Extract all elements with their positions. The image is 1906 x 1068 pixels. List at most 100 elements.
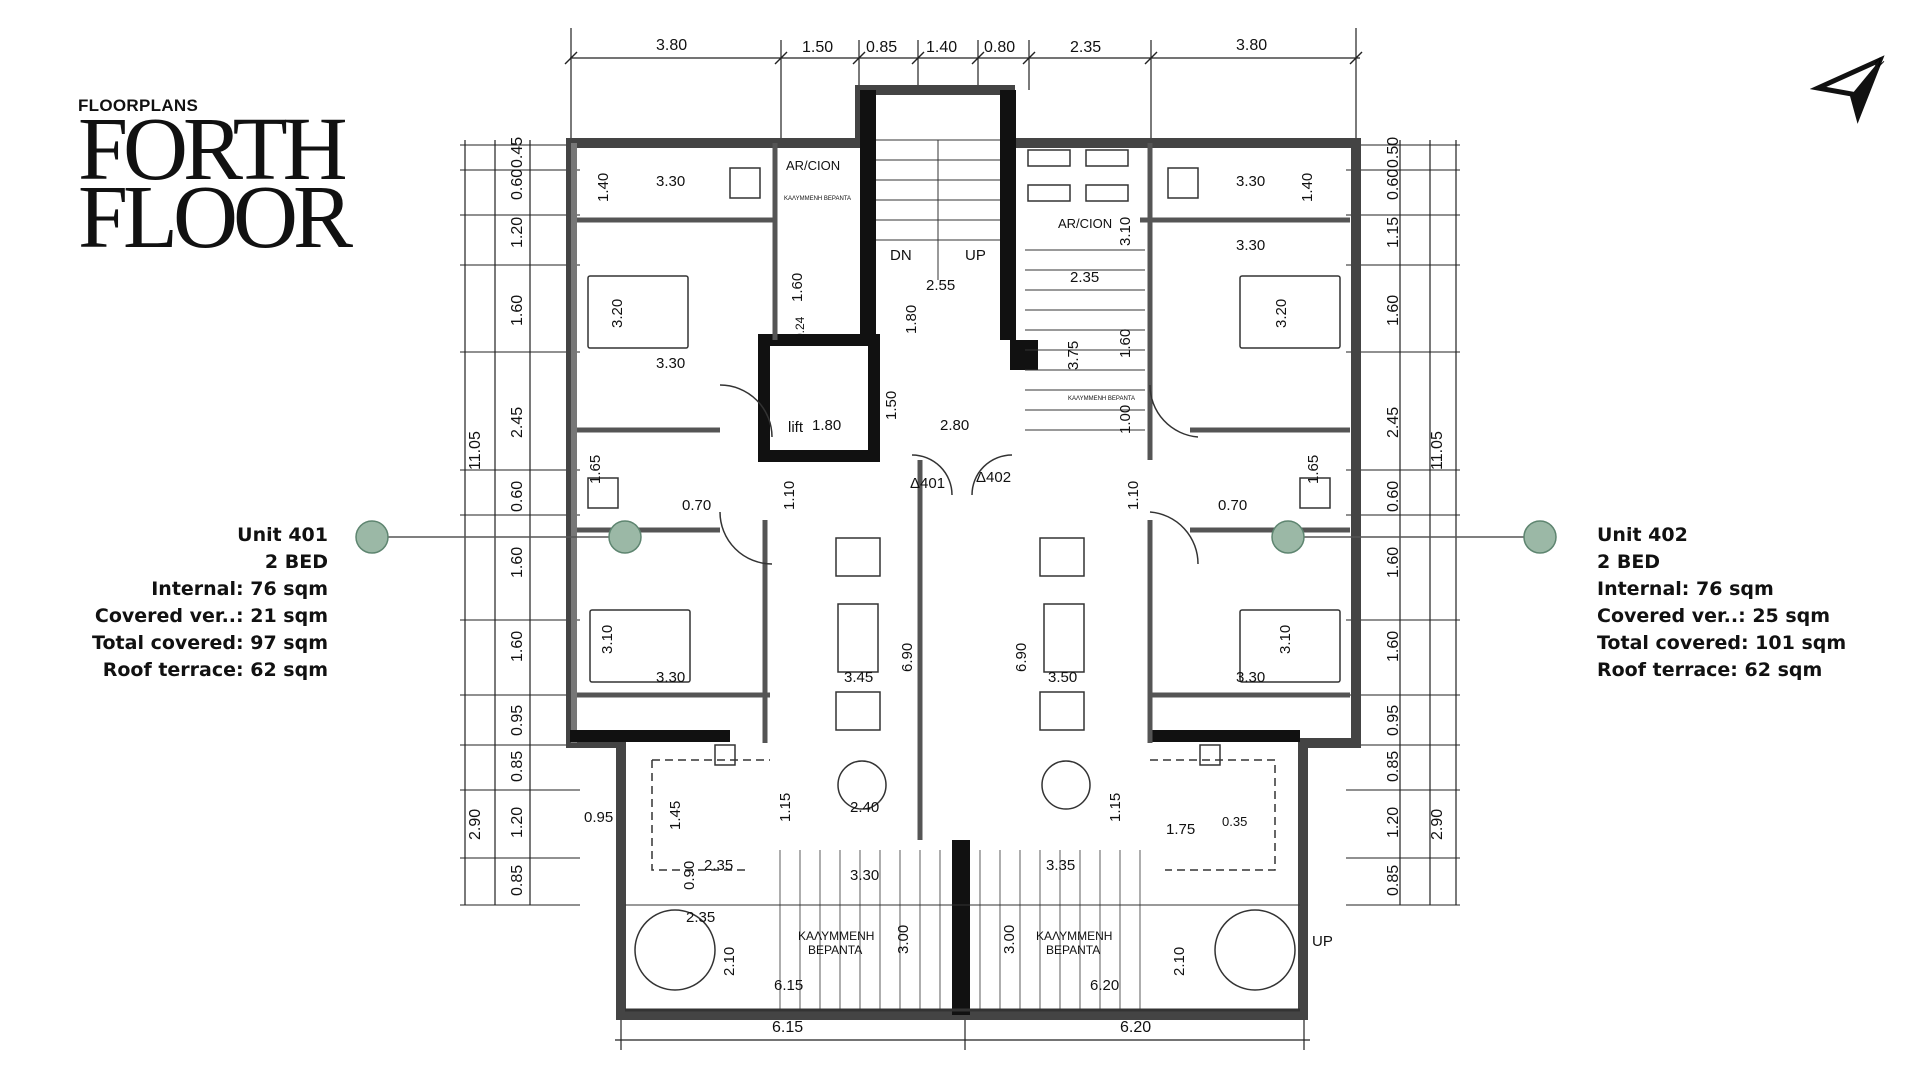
idim-r-140: 1.40 — [1299, 173, 1316, 202]
unit-401-internal: Internal: 76 sqm — [151, 578, 328, 600]
idim-r-bed2: 3.30 — [1236, 669, 1265, 686]
idim-l-bed1: 3.30 — [656, 355, 685, 372]
dim-left-chain-2: 0.60 — [509, 169, 526, 200]
dimension-labels: 3.80 1.50 0.85 1.40 0.80 2.35 3.80 6.15 … — [467, 37, 1446, 1036]
dim-right-lower: 2.90 — [1429, 809, 1446, 840]
dim-right-chain-3: 1.15 — [1385, 217, 1402, 248]
idim-l-living: 3.45 — [844, 669, 873, 686]
idim-r-ver-h: 3.00 — [1001, 925, 1018, 954]
page-header: FLOORPLANS FORTH FLOOR — [78, 96, 353, 263]
label-veranda-right-2: ΒΕΡΑΝΤΑ — [1046, 943, 1100, 957]
dim-left-chain-1: 0.45 — [509, 137, 526, 168]
idim-r-310: 3.10 — [1117, 217, 1134, 246]
unit-402-roof: Roof terrace: 62 sqm — [1597, 659, 1823, 681]
label-lift: lift — [788, 419, 804, 436]
dim-left-overall: 11.05 — [467, 431, 484, 470]
dim-top-4: 1.40 — [926, 39, 957, 56]
idim-r-stair-w: 2.35 — [1070, 269, 1099, 286]
unit-401-info: Unit 401 2 BED Internal: 76 sqm Covered … — [92, 522, 328, 684]
unit-402-total: Total covered: 101 sqm — [1597, 632, 1847, 654]
label-ac-left: AR/CION — [786, 158, 840, 173]
idim-r-bed1: 3.30 — [1236, 237, 1265, 254]
idim-l-kit-w2: 2.35 — [704, 857, 733, 874]
unit-402-name: Unit 402 — [1597, 524, 1688, 546]
dim-left-chain-11: 1.20 — [509, 807, 526, 838]
dim-right-chain-4: 1.60 — [1385, 295, 1402, 326]
idim-l-kitchen: 2.40 — [850, 799, 879, 816]
label-veranda-right: ΚΑΛΥΜΜΕΝΗ — [1036, 929, 1112, 943]
unit-402-info: Unit 402 2 BED Internal: 76 sqm Covered … — [1597, 522, 1846, 684]
label-ac-right: AR/CION — [1058, 216, 1112, 231]
idim-stair-w: 2.55 — [926, 277, 955, 294]
idim-r-spiral-h: 2.10 — [1171, 947, 1188, 976]
dim-right-chain-9: 0.95 — [1385, 705, 1402, 736]
idim-l-kit-h: 1.45 — [667, 801, 684, 830]
dim-left-chain-7: 1.60 — [509, 547, 526, 578]
label-veranda-small-left: ΚΑΛΥΜΜΕΝΗ ΒΕΡΑΝΤΑ — [784, 196, 851, 202]
idim-l-living-h: 6.90 — [899, 643, 916, 672]
dim-top-6: 2.35 — [1070, 39, 1101, 56]
dim-left-chain-8: 1.60 — [509, 631, 526, 662]
dim-left-chain-3: 1.20 — [509, 217, 526, 248]
idim-r-160: 1.60 — [1117, 329, 1134, 358]
idim-r-165: 1.65 — [1305, 455, 1322, 484]
idim-r-ver-w: 3.35 — [1046, 857, 1075, 874]
idim-r-wc: 0.70 — [1218, 497, 1247, 514]
dim-left-lower: 2.90 — [467, 809, 484, 840]
label-veranda-left: ΚΑΛΥΜΜΕΝΗ — [798, 929, 874, 943]
idim-l-spiral-h: 2.10 — [721, 947, 738, 976]
idim-lobby: 2.80 — [940, 417, 969, 434]
inner-dimensions: 3.30 3.30 3.20 3.30 3.10 3.45 6.90 2.40 … — [584, 173, 1322, 994]
idim-l-kit-w: 0.95 — [584, 809, 613, 826]
dim-right-chain-12: 0.85 — [1385, 865, 1402, 896]
dimension-lines — [460, 28, 1460, 1050]
idim-r-100: 1.00 — [1117, 405, 1134, 434]
idim-l-160: 1.60 — [789, 273, 806, 302]
dim-right-chain-1: 0.50 — [1385, 137, 1402, 168]
label-unit402-tag: Δ402 — [976, 469, 1011, 486]
idim-l-bath: 3.30 — [656, 173, 685, 190]
idim-r-kit-w: 1.75 — [1166, 821, 1195, 838]
idim-l-bed1-h: 3.20 — [609, 299, 626, 328]
dim-left-chain-4: 1.60 — [509, 295, 526, 326]
idim-l-spiral-w: 2.35 — [686, 909, 715, 926]
dim-left-chain-12: 0.85 — [509, 865, 526, 896]
idim-r-bath: 3.30 — [1236, 173, 1265, 190]
dim-left-chain-10: 0.85 — [509, 751, 526, 782]
idim-l-bed2-h: 3.10 — [599, 625, 616, 654]
idim-l-wc: 0.70 — [682, 497, 711, 514]
unit-402-marker-inner — [1271, 520, 1305, 554]
idim-l-ver-w: 3.30 — [850, 867, 879, 884]
idim-r-living: 3.50 — [1048, 669, 1077, 686]
dim-left-chain-6: 0.60 — [509, 481, 526, 512]
label-up-spiral: UP — [1312, 933, 1333, 950]
unit-401-name: Unit 401 — [237, 524, 328, 546]
dim-top-2: 1.50 — [802, 39, 833, 56]
unit-402-internal: Internal: 76 sqm — [1597, 578, 1774, 600]
idim-r-bed1-h: 3.20 — [1273, 299, 1290, 328]
label-unit401-tag: Δ401 — [910, 475, 945, 492]
unit-401-roof: Roof terrace: 62 sqm — [102, 659, 328, 681]
idim-r-stair-h: 3.75 — [1065, 341, 1082, 370]
label-up: UP — [965, 247, 986, 264]
dim-right-chain-2: 0.60 — [1385, 169, 1402, 200]
title-line-1: FORTH — [78, 100, 348, 199]
north-arrow-icon: N — [1810, 55, 1886, 124]
label-veranda-small-right: ΚΑΛΥΜΜΕΝΗ ΒΕΡΑΝΤΑ — [1068, 396, 1135, 402]
unit-402-marker-outer — [1523, 520, 1557, 554]
dim-right-chain-8: 1.60 — [1385, 631, 1402, 662]
label-veranda-left-2: ΒΕΡΑΝΤΑ — [808, 943, 862, 957]
idim-lift-h: 1.50 — [883, 391, 900, 420]
idim-l-ver-total: 6.15 — [774, 977, 803, 994]
header-kicker: FLOORPLANS — [78, 96, 199, 115]
furniture — [587, 139, 1341, 1010]
dim-right-chain-6: 0.60 — [1385, 481, 1402, 512]
idim-r-ver-total: 6.20 — [1090, 977, 1119, 994]
idim-l-bed2: 3.30 — [656, 669, 685, 686]
unit-401-marker-outer — [355, 520, 389, 554]
unit-402-beds: 2 BED — [1597, 551, 1661, 573]
idim-r-bed2-h: 3.10 — [1277, 625, 1294, 654]
dim-bottom-2: 6.20 — [1120, 1019, 1151, 1036]
unit-markers — [355, 520, 1557, 554]
